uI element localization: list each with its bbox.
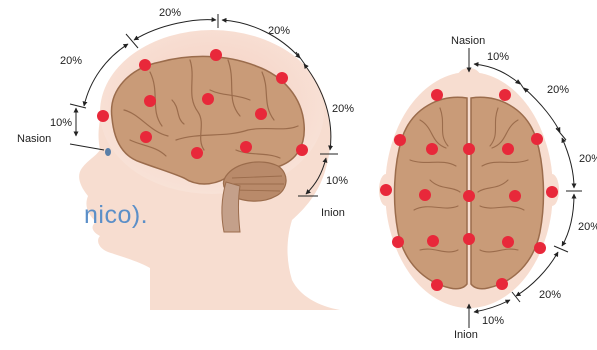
eye <box>105 148 111 156</box>
side-pct-upper-right: 20% <box>268 26 290 37</box>
electrode <box>380 184 392 196</box>
top-nasion-label: Nasion <box>451 36 485 47</box>
side-pct-right: 20% <box>332 104 354 115</box>
top-pct-bottom-right: 20% <box>539 290 561 301</box>
electrode <box>276 72 288 84</box>
electrode <box>140 131 152 143</box>
top-pct-upper-right: 20% <box>547 85 569 96</box>
side-pct-left-10: 10% <box>50 118 72 129</box>
electrode <box>531 133 543 145</box>
electrode <box>426 143 438 155</box>
electrode <box>97 110 109 122</box>
brainstem <box>222 182 240 232</box>
top-pct-lower-right: 20% <box>578 222 597 233</box>
top-inion-label: Inion <box>454 330 478 341</box>
side-pct-upper-left: 20% <box>60 56 82 67</box>
electrode <box>502 143 514 155</box>
side-pct-back-10: 10% <box>326 176 348 187</box>
electrode <box>463 190 475 202</box>
electrode <box>255 108 267 120</box>
electrode <box>509 190 521 202</box>
top-pct-top-10: 10% <box>487 52 509 63</box>
electrode <box>394 134 406 146</box>
electrode <box>139 59 151 71</box>
electrode <box>392 236 404 248</box>
electrode <box>499 89 511 101</box>
side-inion-label: Inion <box>321 208 345 219</box>
caption-fragment: nico). <box>84 203 148 228</box>
electrode <box>202 93 214 105</box>
top-pct-mid-right: 20% <box>579 154 597 165</box>
electrode <box>431 279 443 291</box>
side-nasion-label: Nasion <box>17 134 51 145</box>
electrode <box>463 143 475 155</box>
side-view <box>70 14 340 310</box>
electrode <box>427 235 439 247</box>
electrode <box>502 236 514 248</box>
top-pct-bottom-10: 10% <box>482 316 504 327</box>
electrode <box>240 141 252 153</box>
electrode <box>296 144 308 156</box>
electrode <box>534 242 546 254</box>
side-pct-top: 20% <box>159 8 181 19</box>
electrode <box>210 49 222 61</box>
electrode <box>463 233 475 245</box>
electrode <box>419 189 431 201</box>
electrode <box>496 278 508 290</box>
electrode <box>191 147 203 159</box>
electrode <box>546 186 558 198</box>
electrode <box>144 95 156 107</box>
electrode <box>431 89 443 101</box>
